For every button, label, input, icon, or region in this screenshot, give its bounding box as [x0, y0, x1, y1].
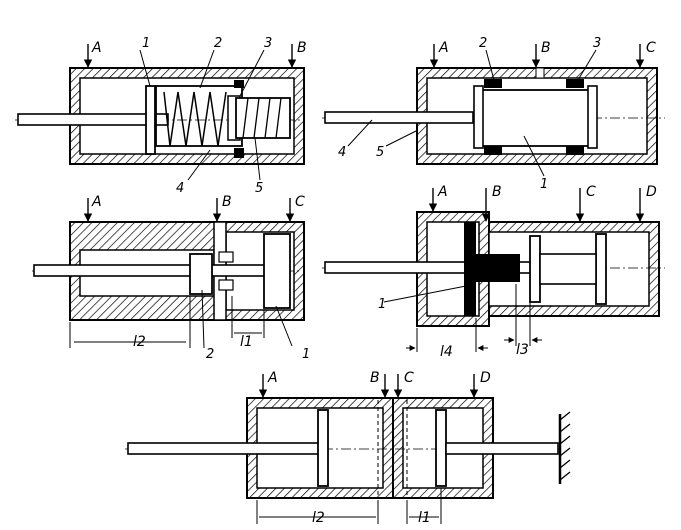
dimension-label: l4: [440, 344, 453, 360]
piston-body: [481, 89, 591, 147]
vent-notch: [535, 67, 545, 79]
part-number: 4: [338, 145, 346, 160]
leader-line: [385, 129, 419, 147]
port-label: B: [370, 370, 380, 386]
gland: [218, 279, 234, 291]
figure-b: A B C 2 3 4 5 1: [322, 36, 665, 192]
leader-line: [254, 137, 261, 181]
collar: [189, 253, 213, 295]
port-label: C: [646, 40, 656, 56]
part-number: 2: [214, 36, 222, 51]
spring: [163, 91, 227, 147]
port-label: C: [295, 194, 305, 210]
seal: [484, 79, 502, 88]
piston-end: [587, 85, 598, 149]
port-label: B: [492, 184, 502, 200]
port-label: B: [297, 40, 307, 56]
part-number: 3: [264, 36, 272, 51]
port-label: A: [437, 184, 448, 200]
part-number: 1: [378, 297, 386, 312]
port-label: A: [91, 194, 102, 210]
leader-line: [187, 149, 211, 181]
port-label: D: [646, 184, 657, 200]
leader-line: [485, 49, 495, 81]
piston-rod-right: [445, 442, 559, 455]
leader-line: [347, 119, 373, 147]
part-number: 5: [376, 145, 384, 160]
wall-hatch: [559, 471, 571, 481]
port-label: A: [267, 370, 278, 386]
part-number: 2: [206, 347, 214, 362]
leader-line: [523, 135, 545, 177]
dimension-label: l2: [312, 510, 325, 526]
port-label: A: [438, 40, 449, 56]
wall-hatch: [559, 423, 571, 433]
port-label: B: [541, 40, 551, 56]
piston: [317, 409, 329, 487]
part-number: 1: [142, 36, 150, 51]
wall-hatch: [559, 459, 571, 469]
part-number: 1: [302, 347, 310, 362]
dimension-label: l3: [516, 342, 529, 358]
port-label: D: [480, 370, 491, 386]
coil-turn: [253, 97, 260, 139]
figure-c: A B C l2 l1 2 1: [32, 194, 310, 362]
port-label: C: [404, 370, 414, 386]
part-number: 4: [176, 181, 184, 196]
dimension-label: l2: [133, 334, 146, 350]
piston-rod: [33, 264, 267, 277]
leader-line: [139, 49, 151, 87]
stepped-piston: [464, 222, 476, 316]
wall-hatch: [559, 447, 571, 457]
part-number: 1: [540, 177, 548, 192]
port-label: A: [91, 40, 102, 56]
figure-d: A B C D l4 l3 1: [322, 184, 665, 360]
part-number: 2: [479, 36, 487, 51]
leader-line: [201, 289, 205, 349]
piston: [435, 409, 447, 487]
leader-line: [275, 305, 293, 347]
wall-hatch: [559, 411, 571, 421]
leader-line: [383, 285, 467, 303]
port-label: C: [586, 184, 596, 200]
piston-rod-left: [127, 442, 325, 455]
coil-turn: [242, 97, 249, 139]
sleeve: [468, 254, 520, 282]
piston-rod: [17, 113, 169, 126]
leader-line: [239, 49, 265, 97]
leader-line: [577, 49, 597, 81]
dimension-label: l1: [418, 510, 431, 526]
seal: [566, 146, 584, 155]
figure-e: A B C D l2 l1: [125, 370, 571, 526]
wall-hatch: [559, 435, 571, 445]
seal: [566, 79, 584, 88]
stop-block: [234, 148, 244, 158]
piston: [529, 235, 541, 303]
leader-line: [199, 49, 215, 89]
piston: [595, 233, 607, 305]
part-number: 5: [255, 181, 263, 196]
piston: [145, 85, 156, 155]
part-number: 3: [593, 36, 601, 51]
piston-rod: [324, 111, 474, 124]
dimension-label: l1: [240, 334, 253, 350]
figure-a: A B 1 2 3 4 5: [15, 36, 307, 196]
piston: [263, 233, 291, 309]
stop-block: [234, 80, 244, 88]
piston-hub: [539, 253, 597, 285]
piston-end: [473, 85, 484, 149]
port-label: B: [222, 194, 232, 210]
coil-turn: [264, 97, 271, 139]
seal: [484, 146, 502, 155]
gland: [218, 251, 234, 263]
coil-turn: [275, 97, 282, 139]
